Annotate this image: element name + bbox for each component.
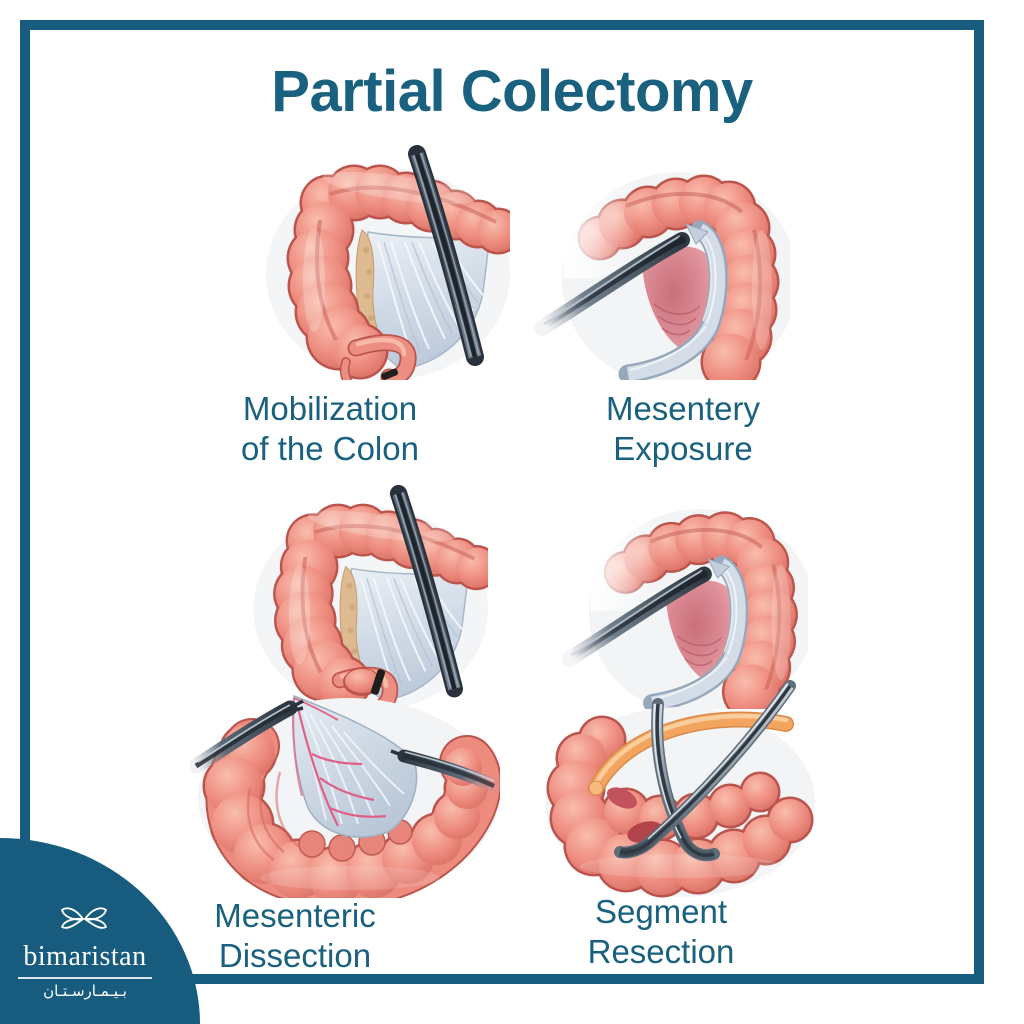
bowel-texture xyxy=(246,771,299,862)
step-label-mesenteric-dissection: Mesenteric Dissection xyxy=(170,896,420,976)
terminal-ileum xyxy=(347,334,417,380)
mobilization-drawing xyxy=(266,145,510,380)
colon-stump xyxy=(343,668,386,696)
clamp-instrument-vertical xyxy=(651,698,720,862)
retractor-instrument xyxy=(408,145,484,366)
dissecting-instrument xyxy=(534,232,690,336)
exposed-mesentery-window xyxy=(642,246,711,350)
illustration-mesentery-exposure-1 xyxy=(530,140,790,380)
brand-name: bimaristan xyxy=(23,941,147,972)
dissecting-instrument xyxy=(561,566,712,667)
butterfly-leaves-icon xyxy=(61,907,107,929)
mesentery-wrinkles xyxy=(653,303,701,336)
brand-divider xyxy=(18,977,152,979)
illustration-segment-resection xyxy=(530,670,820,900)
step-label-line: of the Colon xyxy=(241,430,419,467)
colon xyxy=(603,511,798,709)
page-title: Partial Colectomy xyxy=(271,59,753,124)
step-label-line: Dissection xyxy=(218,937,372,974)
step-label-line: Exposure xyxy=(613,430,753,467)
tissue-fold xyxy=(607,787,637,809)
exposed-mesentery-window xyxy=(665,580,732,681)
brand-name-arabic: بـيـمـارسـتـان xyxy=(43,982,127,1000)
mesenteric-vessels xyxy=(296,707,387,827)
illustration-mesentery-exposure-2 xyxy=(558,478,808,709)
illustration-mobilization-1 xyxy=(250,140,510,380)
step-label-segment-resection: Segment Resection xyxy=(536,892,786,972)
illustration-mesenteric-dissection xyxy=(190,668,500,898)
step-label-line: Resection xyxy=(587,933,735,970)
step-label-line: Segment xyxy=(594,893,728,930)
inner-haustra xyxy=(298,819,413,862)
step-label-line: Mobilization xyxy=(242,390,418,427)
mesenteric-dissection-drawing xyxy=(190,668,500,898)
grasper-instrument-right xyxy=(390,749,500,793)
step-label-line: Mesenteric xyxy=(214,897,376,934)
peritoneal-flap-band xyxy=(618,220,728,380)
mesentery-exposure-drawing xyxy=(561,508,808,709)
colon xyxy=(577,174,780,380)
mesentery-exposure-drawing xyxy=(534,172,790,380)
step-label-mesentery-exposure: Mesentery Exposure xyxy=(558,389,808,469)
peritoneal-flap-band xyxy=(643,555,749,709)
scissors-instrument-diagonal xyxy=(614,680,796,859)
edge-fade xyxy=(564,178,636,278)
step-label-mobilization: Mobilization of the Colon xyxy=(205,389,455,469)
frame-border xyxy=(20,20,984,984)
colon xyxy=(273,503,488,711)
step-label-line: Mesentery xyxy=(605,390,761,427)
colon xyxy=(202,718,500,898)
appendix xyxy=(339,357,353,380)
segment-resection-drawing xyxy=(545,680,815,898)
retractor-instrument xyxy=(389,484,463,698)
grasper-instrument-left xyxy=(190,699,304,774)
